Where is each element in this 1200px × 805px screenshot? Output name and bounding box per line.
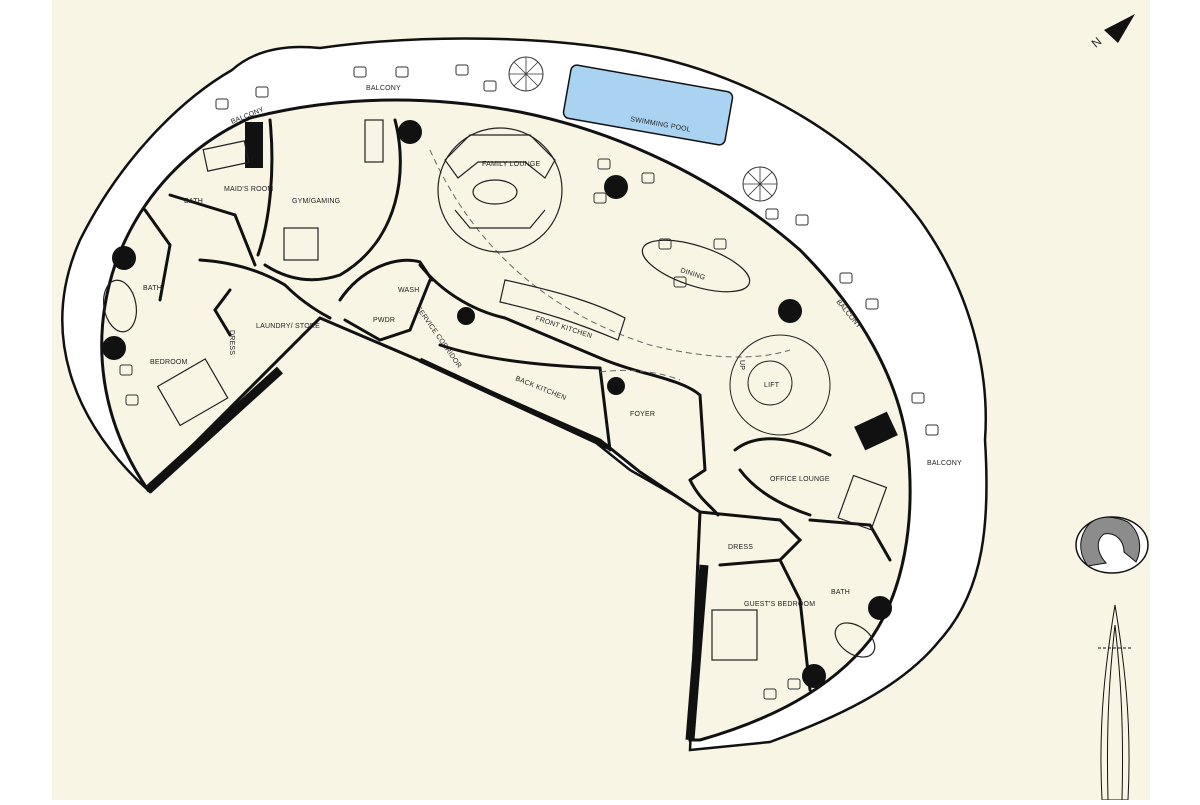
- columns-layer: [102, 120, 892, 688]
- chair-icon: [795, 214, 809, 226]
- chair-icon: [119, 364, 133, 376]
- column-icon: [802, 664, 826, 688]
- interior-walls: [143, 118, 892, 692]
- lift-label: LIFT: [764, 382, 780, 389]
- family-lounge-furniture: [437, 127, 563, 253]
- wash-label: WASH: [398, 287, 420, 294]
- chair-icon: [658, 238, 672, 250]
- chair-icon: [925, 424, 939, 436]
- umbrella-icon: [742, 166, 778, 202]
- spiral-stair: [729, 334, 831, 436]
- gym-label: GYM/GAMING: [292, 198, 340, 205]
- family-lounge-label: FAMILY LOUNGE: [482, 161, 540, 168]
- chair-icon: [787, 678, 801, 690]
- bath-label-2: BATH: [143, 285, 162, 292]
- dining-table: [641, 239, 751, 293]
- chair-icon: [455, 64, 469, 76]
- chair-icon: [395, 66, 409, 78]
- chair-icon: [597, 158, 611, 170]
- chair-icon: [865, 298, 879, 310]
- chair-icon: [713, 238, 727, 250]
- column-icon: [604, 175, 628, 199]
- office-lounge-label: OFFICE LOUNGE: [770, 476, 830, 483]
- chair-icon: [353, 66, 367, 78]
- chairs-layer: [119, 64, 939, 700]
- chair-icon: [593, 192, 607, 204]
- column-icon: [778, 299, 802, 323]
- balcony-label-2: BALCONY: [366, 85, 401, 92]
- column-icon: [398, 120, 422, 144]
- column-icon: [102, 336, 126, 360]
- pwdr-label: PWDR: [373, 317, 395, 324]
- column-icon: [607, 377, 625, 395]
- bedroom-label: BEDROOM: [150, 359, 188, 366]
- dress-label-1: DRESS: [228, 330, 235, 355]
- exterior-walls: [144, 122, 898, 741]
- bath-label-3: BATH: [831, 589, 850, 596]
- up-label: UP: [738, 360, 745, 370]
- column-icon: [457, 307, 475, 325]
- chair-icon: [673, 276, 687, 288]
- front-kitchen-counter: [499, 279, 626, 341]
- chair-icon: [255, 86, 269, 98]
- chair-icon: [483, 80, 497, 92]
- circulation-arcs: [429, 149, 791, 381]
- chair-icon: [839, 272, 853, 284]
- balcony-label-4: BALCONY: [927, 460, 962, 467]
- furniture: [103, 119, 888, 661]
- bath-label-1: BATH: [184, 198, 203, 205]
- chair-icon: [765, 208, 779, 220]
- chair-icon: [215, 98, 229, 110]
- column-icon: [112, 246, 136, 270]
- laundry-label: LAUNDRY/ STORE: [256, 323, 320, 330]
- guest-bedroom-label: GUEST'S BEDROOM: [744, 601, 815, 608]
- column-icon: [868, 596, 892, 620]
- maids-room-label: MAID'S ROOM: [224, 186, 273, 193]
- chair-icon: [763, 688, 777, 700]
- umbrella-icon: [508, 56, 544, 92]
- chair-icon: [125, 394, 139, 406]
- dress-label-2: DRESS: [728, 544, 753, 551]
- foyer-label: FOYER: [630, 411, 655, 418]
- umbrellas-layer: [508, 56, 778, 202]
- chair-icon: [641, 172, 655, 184]
- key-plan-icon: [1075, 516, 1149, 574]
- swimming-pool: [562, 64, 734, 146]
- chair-icon: [911, 392, 925, 404]
